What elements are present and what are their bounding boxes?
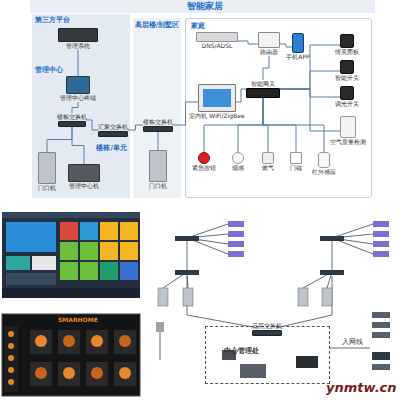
diagram-title: 智能家居 [0, 1, 400, 12]
device-label: 门口机 [38, 184, 56, 192]
device-node: 门口机 [38, 152, 56, 192]
section-heading: 家庭 [191, 22, 205, 30]
network-cable [78, 50, 79, 76]
device-label: 管理中心终端 [60, 94, 96, 102]
device-label: 管理系统 [66, 42, 90, 50]
device-node: 管理中心机 [68, 164, 100, 190]
device-label: 燃气 [262, 164, 274, 172]
device-icon [38, 152, 56, 184]
network-illustration [160, 224, 373, 360]
section-heading: 高层楼/别墅区 [133, 21, 181, 29]
device-icon [143, 126, 173, 132]
device-label: 楼栋交换机 [143, 118, 173, 126]
device-node: 楼栋交换机 [143, 118, 173, 132]
device-node: 燃气 [262, 152, 274, 172]
device-icon [66, 76, 90, 94]
device-icon [198, 152, 210, 164]
note-label: 入网线 [342, 338, 363, 347]
device-node: 紧急按钮 [198, 152, 210, 172]
device-label: 空气质量检测 [330, 138, 366, 146]
device-node: 汇聚交换机 [98, 123, 128, 137]
device-icon [252, 330, 282, 336]
device-icon [58, 28, 98, 42]
device-icon [340, 34, 354, 48]
device-label: 烟感 [232, 164, 244, 172]
device-label: 调光开关 [335, 100, 359, 108]
device-label: 管理中心机 [69, 182, 99, 190]
section-panel: 第三方平台管理系统 [32, 14, 130, 64]
device-node: 楼栋交换机 [58, 113, 86, 127]
device-label: 智能网关 [251, 80, 275, 88]
device-icon [340, 60, 354, 74]
section-heading: 第三方平台 [35, 16, 70, 24]
device-icon [196, 32, 238, 42]
device-label: 汇聚交换机 [98, 123, 128, 131]
device-icon [68, 164, 100, 182]
device-label: DNS/ADSL [202, 42, 233, 50]
device-icon [290, 152, 302, 164]
app-screenshot [2, 314, 140, 396]
device-node: 门口机 [149, 150, 167, 190]
device-node: 手机APP [292, 33, 304, 61]
device-label: 智能开关 [335, 74, 359, 82]
device-icon [258, 32, 280, 48]
device-icon [246, 88, 280, 98]
device-label: 三层交换机 [252, 322, 282, 330]
device-node: 路由器 [258, 32, 280, 56]
device-node: 空气质量检测 [340, 116, 356, 146]
section-heading: 楼栋/单元 [96, 144, 127, 152]
device-icon [340, 86, 354, 100]
device-node: 管理系统 [58, 28, 98, 50]
device-node: 情景面板 [340, 34, 354, 56]
network-cable [47, 127, 72, 152]
section-panel: 中心管理处三层交换机 [205, 326, 330, 384]
device-node: 红外感应 [318, 152, 330, 176]
left-panel [32, 14, 130, 198]
device-node: 烟感 [232, 152, 244, 172]
section-panel: 楼栋/单元门口机 管理中心机 [32, 142, 130, 198]
device-icon [58, 121, 86, 127]
device-icon [149, 150, 167, 182]
device-label: 楼栋交换机 [57, 113, 87, 121]
device-screen [203, 89, 231, 107]
section-panel: 家庭DNS/ADSL路由器手机APP室内机 WiFi/ZigBee智能网关情景面… [185, 18, 372, 198]
device-label: 手机APP [286, 53, 309, 61]
device-node: 管理中心终端 [66, 76, 90, 102]
device-label: 门磁 [290, 164, 302, 172]
section-panel: 管理中心管理中心终端 [32, 64, 130, 114]
section-heading: 中心管理处 [224, 347, 259, 355]
network-cable [72, 102, 78, 113]
device-label: 室内机 WiFi/ZigBee [189, 112, 244, 120]
network-devices [156, 221, 390, 378]
device-label: 路由器 [260, 48, 278, 56]
app-screenshot [2, 212, 140, 298]
device-icon [98, 131, 128, 137]
device-icon [292, 33, 304, 53]
section-heading: 管理中心 [35, 66, 63, 74]
device-icon [198, 84, 236, 112]
watermark: ynmtw.cn [326, 380, 397, 395]
device-node: 三层交换机 [252, 322, 282, 336]
device-icon [262, 152, 274, 164]
device-node: 调光开关 [340, 86, 354, 108]
device-label: 情景面板 [335, 48, 359, 56]
device-label: 门口机 [149, 182, 167, 190]
device-node: 智能开关 [340, 60, 354, 82]
note-label: SMARHOME [58, 316, 98, 324]
section-panel: 高层楼/别墅区楼栋交换机门口机 [133, 18, 181, 198]
device-label: 紧急按钮 [192, 164, 216, 172]
device-node: 门磁 [290, 152, 302, 172]
device-icon [340, 116, 356, 138]
device-node: 智能网关 [246, 80, 280, 98]
device-icon [232, 152, 244, 164]
device-node: DNS/ADSL [196, 32, 238, 50]
device-node: 室内机 WiFi/ZigBee [198, 84, 236, 120]
device-icon [318, 152, 330, 168]
network-cable [72, 127, 84, 164]
network-cable [86, 120, 98, 130]
device-label: 红外感应 [312, 168, 336, 176]
